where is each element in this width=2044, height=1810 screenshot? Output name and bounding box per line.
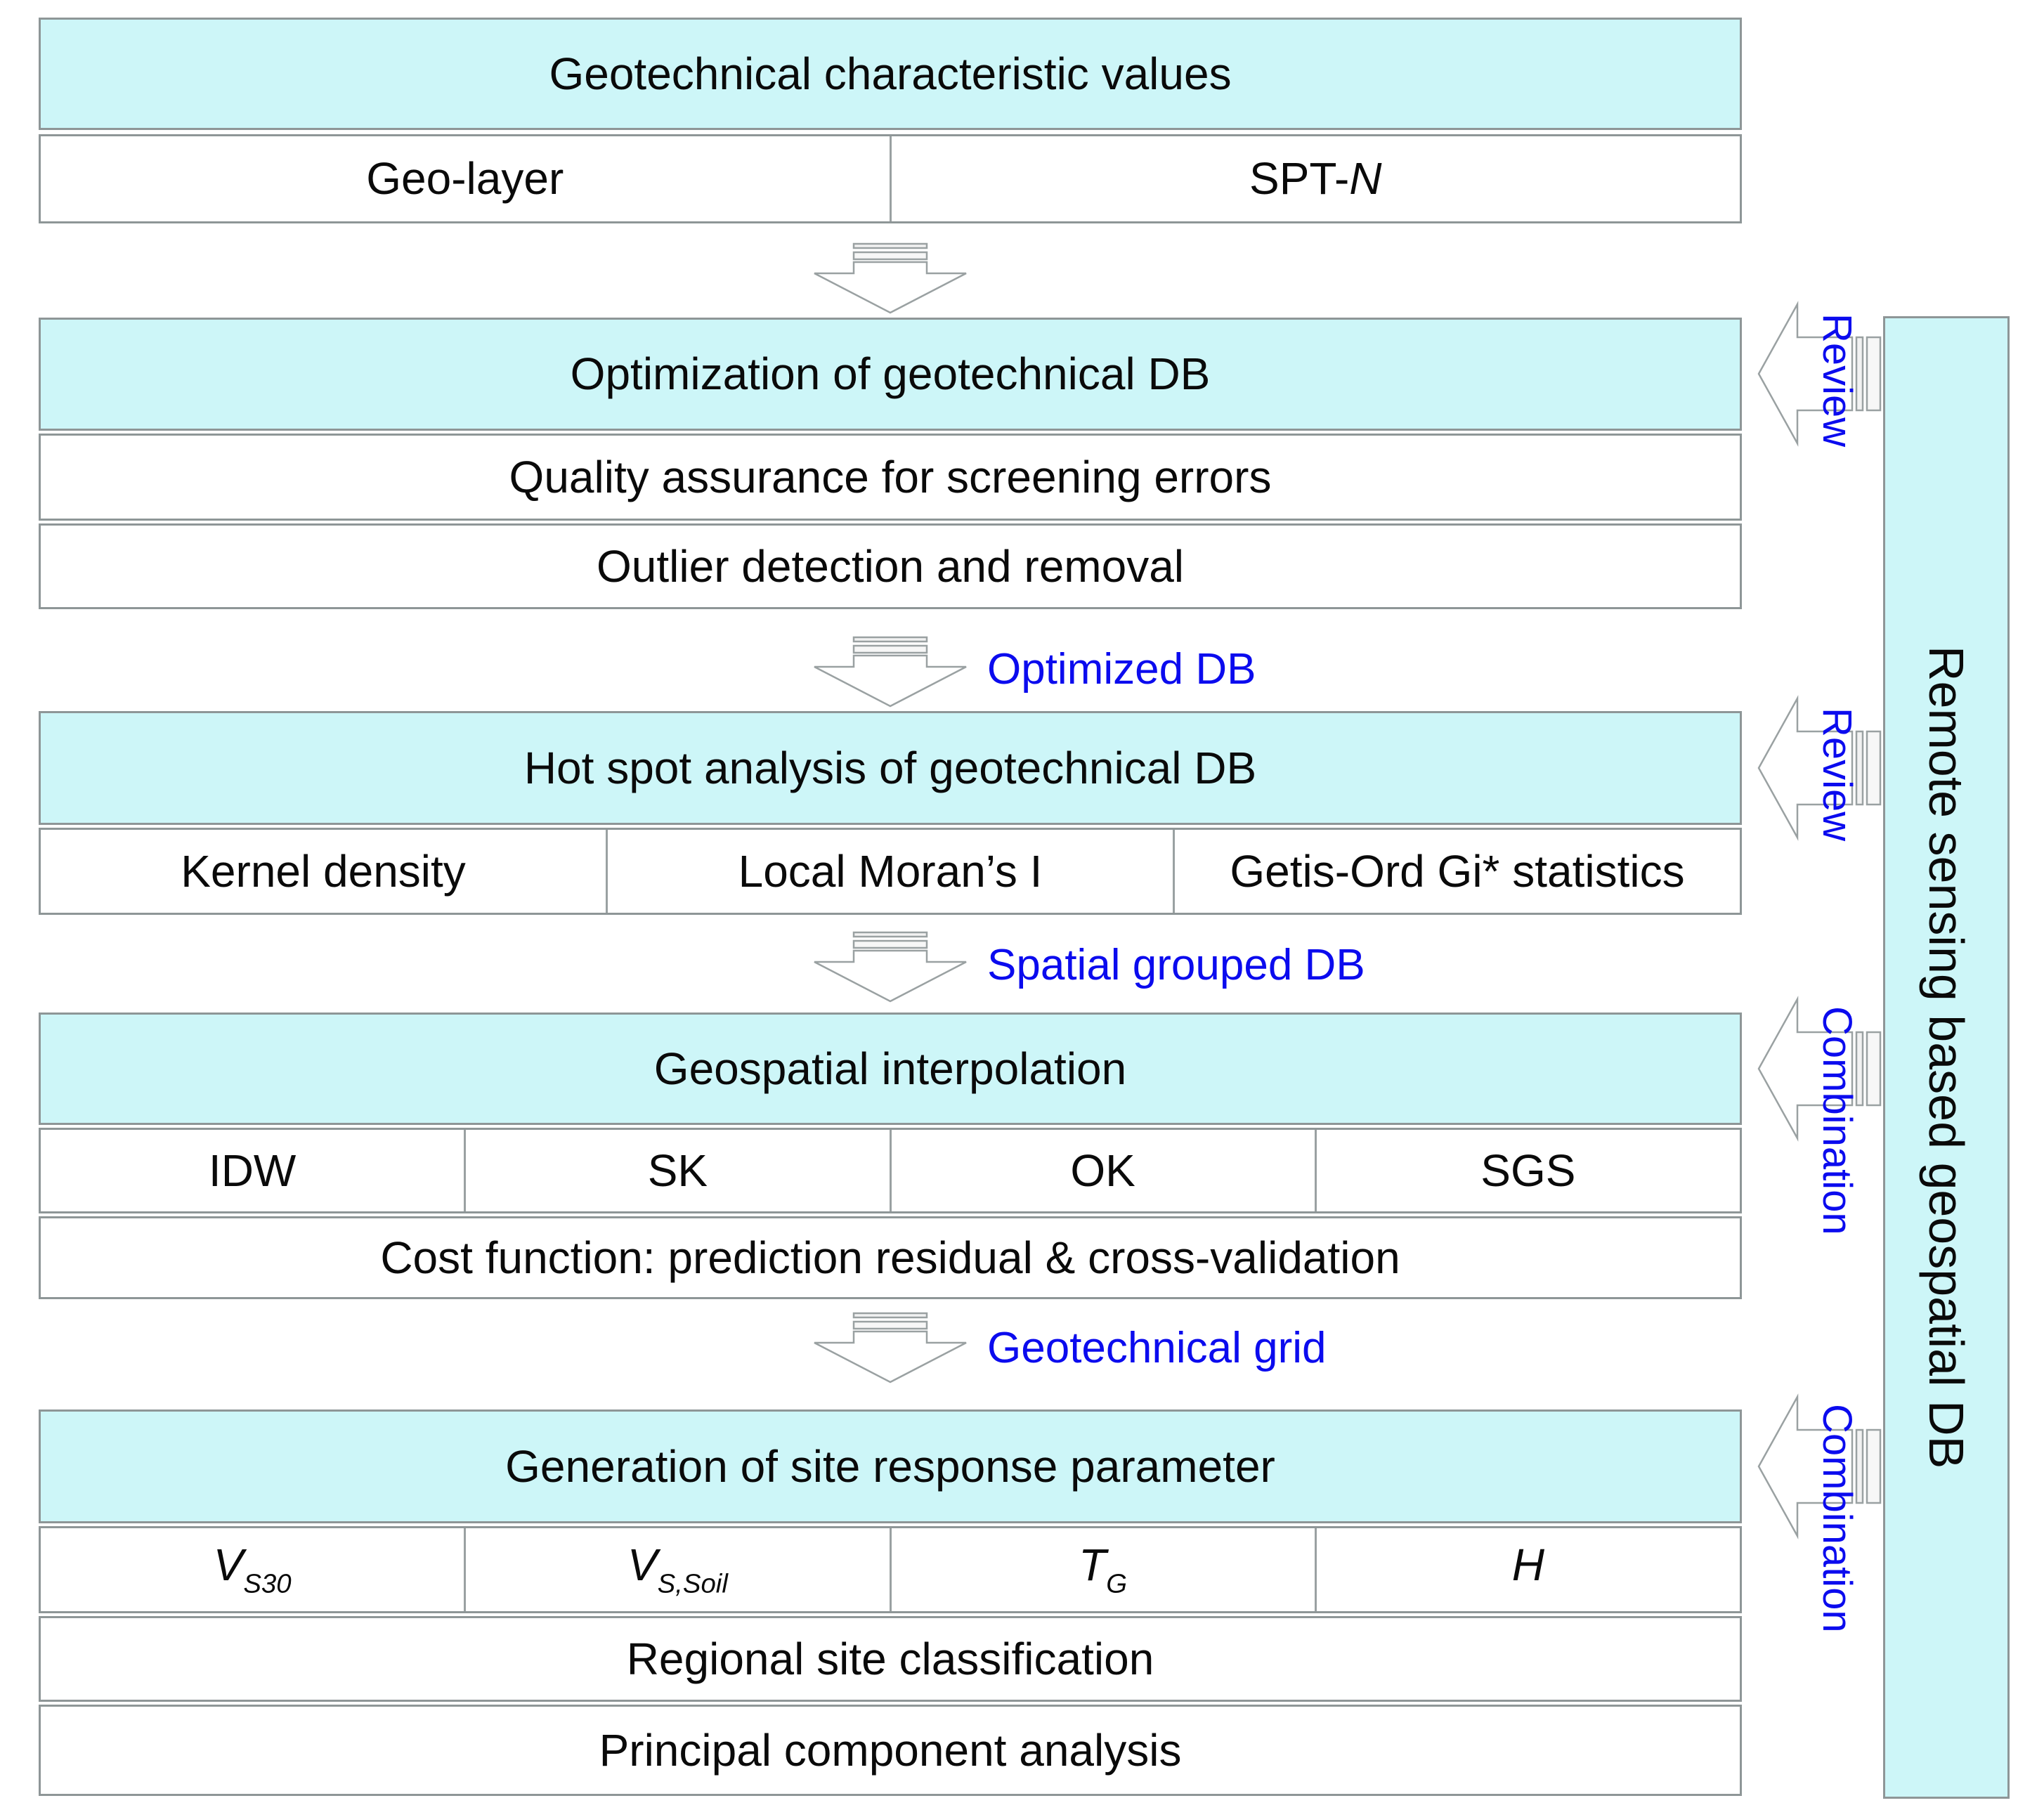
hotspot-title: Hot spot analysis of geotechnical DB	[523, 742, 1257, 793]
regional-site-classification-label: Regional site classification	[626, 1633, 1154, 1684]
outlier-detection-label: Outlier detection and removal	[597, 540, 1184, 592]
cost-function-label: Cost function: prediction residual & cro…	[380, 1232, 1400, 1283]
generation-row-regional: Regional site classification	[39, 1616, 1742, 1702]
vssoil-subscript: S,Soil	[657, 1568, 728, 1599]
generation-title: Generation of site response parameter	[505, 1440, 1275, 1492]
optimization-header: Optimization of geotechnical DB	[39, 318, 1742, 431]
quality-assurance-label: Quality assurance for screening errors	[509, 451, 1272, 502]
principal-component-analysis-label: Principal component analysis	[599, 1724, 1182, 1776]
vssoil-variable: V	[627, 1539, 658, 1591]
characteristic-values-header: Geotechnical characteristic values	[39, 18, 1742, 130]
sgs-label: SGS	[1480, 1145, 1576, 1196]
vs30-variable: V	[213, 1539, 244, 1591]
cell-geo-layer: Geo-layer	[41, 136, 890, 221]
characteristic-values-title: Geotechnical characteristic values	[549, 48, 1232, 99]
cell-kernel-density: Kernel density	[41, 830, 606, 913]
cell-ok: OK	[889, 1130, 1315, 1211]
sk-label: SK	[647, 1145, 708, 1196]
interpolation-title: Geospatial interpolation	[653, 1043, 1127, 1094]
cell-tg: TG	[889, 1528, 1315, 1611]
cell-vssoil: VS,Soil	[464, 1528, 889, 1611]
cell-idw: IDW	[41, 1130, 464, 1211]
generation-row-pca: Principal component analysis	[39, 1705, 1742, 1796]
cell-sk: SK	[464, 1130, 889, 1211]
cell-getis-ord: Getis-Ord Gi* statistics	[1173, 830, 1740, 913]
kernel-density-label: Kernel density	[181, 845, 466, 897]
cell-h: H	[1314, 1528, 1740, 1611]
optimization-title: Optimization of geotechnical DB	[570, 349, 1211, 400]
tg-subscript: G	[1106, 1568, 1128, 1599]
optimized-db-label: Optimized DB	[987, 645, 1256, 694]
ok-label: OK	[1070, 1145, 1135, 1196]
review-label-2: Review	[1814, 708, 1860, 842]
interpolation-cost-row: Cost function: prediction residual & cro…	[39, 1216, 1742, 1299]
striped-down-arrow-icon	[814, 242, 967, 314]
spatial-grouped-db-label: Spatial grouped DB	[987, 941, 1365, 989]
combination-label-2: Combination	[1814, 1404, 1860, 1633]
vs30-label: VS30	[214, 1540, 292, 1599]
interpolation-header: Geospatial interpolation	[39, 1013, 1742, 1125]
striped-left-arrow-icon	[1757, 695, 1882, 841]
cell-spt-n: SPT-N	[889, 136, 1740, 221]
tg-label: TG	[1079, 1540, 1127, 1599]
cell-local-morans-i: Local Moran’s I	[606, 830, 1173, 913]
tg-variable: T	[1079, 1539, 1107, 1591]
vssoil-label: VS,Soil	[627, 1540, 728, 1599]
hotspot-header: Hot spot analysis of geotechnical DB	[39, 711, 1742, 825]
striped-down-arrow-icon	[814, 636, 967, 708]
cell-vs30: VS30	[41, 1528, 464, 1611]
h-variable: H	[1511, 1539, 1544, 1591]
spt-n-label: SPT-N	[1249, 154, 1381, 203]
getis-ord-label: Getis-Ord Gi* statistics	[1230, 845, 1685, 897]
idw-label: IDW	[208, 1145, 297, 1196]
generation-header: Generation of site response parameter	[39, 1409, 1742, 1523]
striped-left-arrow-icon	[1757, 996, 1882, 1142]
generation-row: VS30 VS,Soil TG H	[39, 1526, 1742, 1613]
striped-left-arrow-icon	[1757, 301, 1882, 447]
local-morans-i-label: Local Moran’s I	[738, 845, 1043, 897]
spt-prefix: SPT-	[1249, 153, 1350, 204]
striped-down-arrow-icon	[814, 1312, 967, 1383]
cell-sgs: SGS	[1314, 1130, 1740, 1211]
hotspot-row: Kernel density Local Moran’s I Getis-Ord…	[39, 828, 1742, 915]
remote-sensing-bar: Remote sensing based geospatial DB	[1883, 316, 2010, 1799]
optimization-row-outlier: Outlier detection and removal	[39, 523, 1742, 609]
vs30-subscript: S30	[243, 1568, 292, 1599]
striped-left-arrow-icon	[1757, 1393, 1882, 1539]
spt-n-variable: N	[1349, 153, 1382, 204]
remote-sensing-bar-label: Remote sensing based geospatial DB	[1919, 646, 1974, 1469]
review-label-1: Review	[1814, 313, 1860, 448]
interpolation-row: IDW SK OK SGS	[39, 1128, 1742, 1213]
geo-layer-label: Geo-layer	[366, 153, 564, 204]
striped-down-arrow-icon	[814, 931, 967, 1003]
optimization-row-quality: Quality assurance for screening errors	[39, 434, 1742, 521]
combination-label-1: Combination	[1814, 1006, 1860, 1235]
h-label: H	[1512, 1540, 1544, 1599]
geotechnical-grid-label: Geotechnical grid	[987, 1324, 1327, 1372]
characteristic-values-row: Geo-layer SPT-N	[39, 134, 1742, 223]
